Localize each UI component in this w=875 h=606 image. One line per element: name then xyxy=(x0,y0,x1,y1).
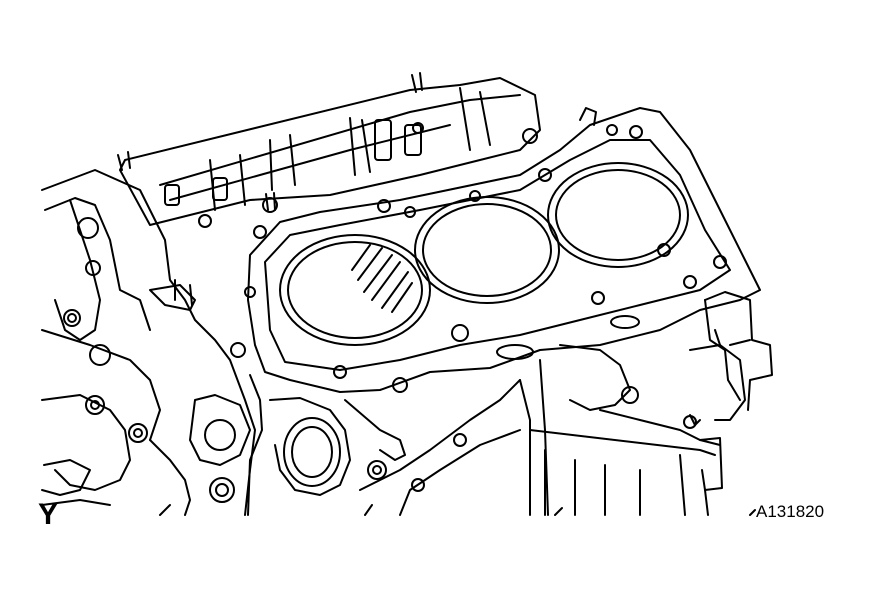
lower-crankcase xyxy=(247,344,721,516)
left-block-side xyxy=(41,169,256,516)
right-mount-bracket xyxy=(679,291,773,516)
front-bank-deck xyxy=(247,107,761,393)
cylinder-bore-3 xyxy=(547,162,689,268)
figure-code-label: A131820 xyxy=(756,502,825,521)
cylinder-bore-2 xyxy=(414,196,560,304)
cylinder-bore-1 xyxy=(279,234,431,346)
rear-bank-deck xyxy=(117,72,541,228)
bottom-cut-edge xyxy=(159,504,756,516)
deck-bolt-holes xyxy=(230,107,727,393)
view-marker-label: Y xyxy=(38,498,59,531)
